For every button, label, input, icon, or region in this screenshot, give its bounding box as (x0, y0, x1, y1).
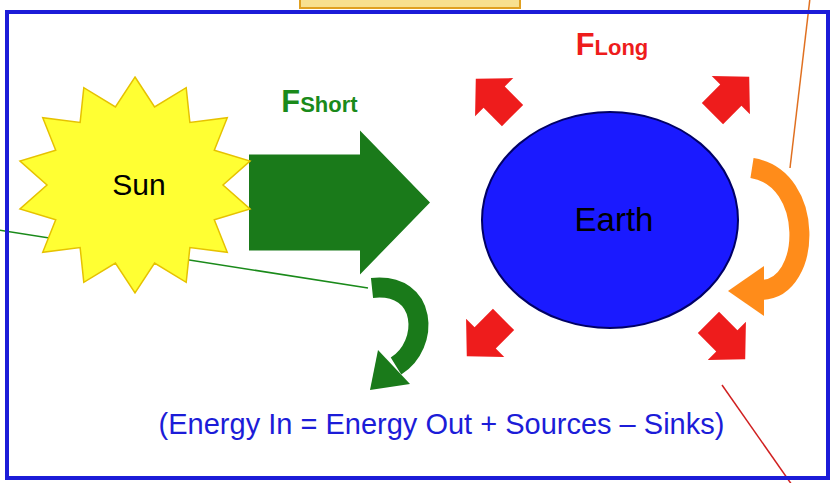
earth-ellipse: Earth (480, 110, 740, 330)
flux-label: FShort (281, 85, 357, 119)
leader-line (790, 0, 810, 168)
longwave-arrows (448, 58, 769, 379)
leader-line (722, 385, 792, 483)
frame-border (7, 12, 828, 478)
longwave-arrow (689, 303, 764, 378)
node-label: Earth (480, 201, 748, 239)
balance-equation: (Energy In = Energy Out + Sources – Sink… (45, 408, 835, 441)
flux-label: FLong (576, 28, 649, 62)
node-label: Sun (15, 168, 263, 203)
longwave-arrow (693, 58, 768, 133)
longwave-arrow (448, 300, 523, 375)
top-banner (300, 0, 520, 8)
system-frame: SunEarth(Energy In = Energy Out + Source… (5, 10, 830, 480)
shortwave-arrow (249, 131, 430, 275)
curved-arrow-head (370, 350, 410, 390)
longwave-arrow (457, 60, 532, 135)
curved-arrow-head (728, 266, 764, 316)
sun-star: Sun (15, 75, 255, 295)
